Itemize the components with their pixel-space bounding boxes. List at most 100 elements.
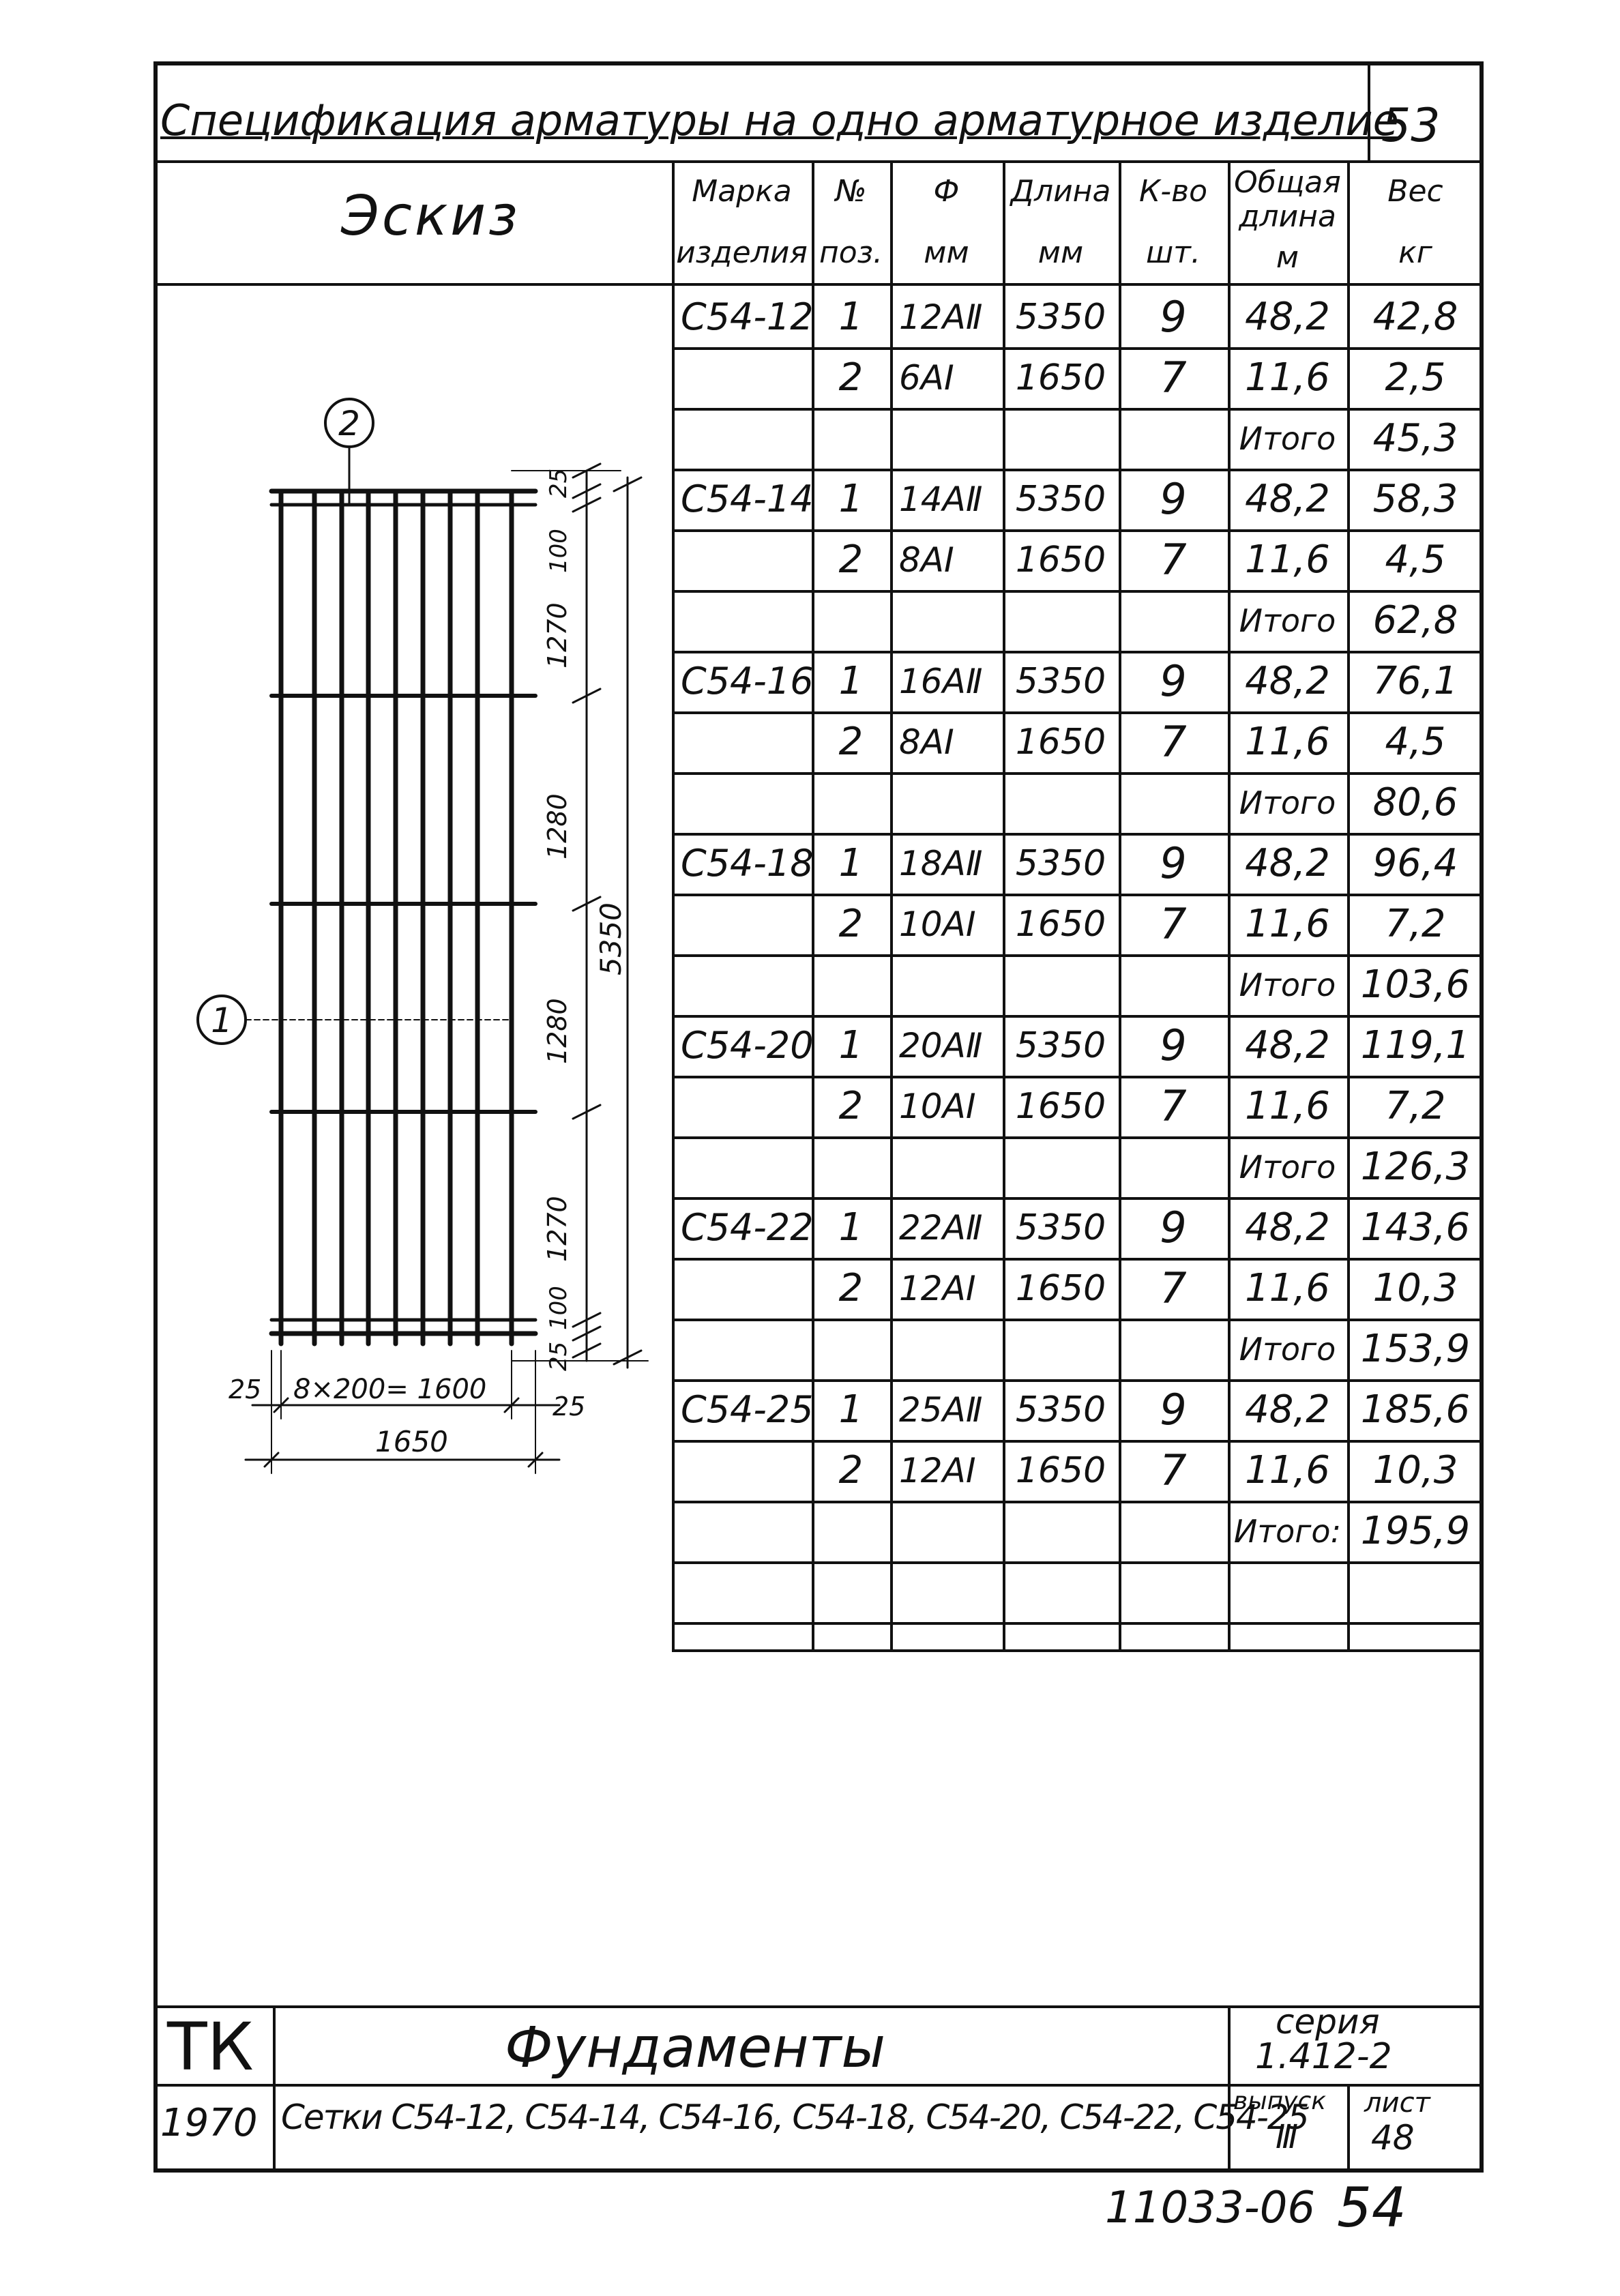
cell-pos: 2 — [838, 1266, 864, 1310]
cell-d: 20АⅡ — [899, 1025, 983, 1065]
cell-mark: С54-12 — [681, 295, 814, 338]
cell-len: 1650 — [1015, 903, 1106, 945]
dim-left-25: 25 — [229, 1374, 261, 1404]
pos2-callout: 2 — [338, 404, 360, 443]
footer-right-divider — [1228, 2005, 1231, 2173]
dim-bottom: 25 — [545, 1342, 572, 1371]
row-line — [672, 1501, 1484, 1503]
cell-qty: 7 — [1160, 353, 1187, 402]
cell-w: 4,5 — [1385, 538, 1446, 582]
cell-w: 10,3 — [1372, 1448, 1458, 1492]
cell-total: 48,2 — [1245, 295, 1330, 339]
tk-label: ТК — [167, 2009, 254, 2085]
cell-mark: С54-14 — [681, 477, 814, 520]
cell-total: 48,2 — [1245, 1387, 1330, 1432]
cell-len: 5350 — [1015, 660, 1106, 702]
cell-w: 58,3 — [1372, 477, 1458, 521]
cell-total: 11,6 — [1245, 720, 1330, 764]
cell-qty: 7 — [1160, 899, 1187, 949]
row-line — [672, 1136, 1484, 1139]
row-line — [672, 1319, 1484, 1321]
cell-d: 10АⅠ — [899, 1086, 976, 1126]
cell-qty: 9 — [1160, 838, 1187, 888]
header-bottom-line — [153, 283, 1484, 286]
sheet-number: 53 — [1381, 99, 1441, 153]
cell-pos: 2 — [838, 902, 864, 946]
cell-w: 42,8 — [1372, 295, 1458, 339]
cell-itogo: Итого — [1239, 1148, 1336, 1186]
cell-d: 22АⅡ — [899, 1207, 983, 1248]
row-line — [672, 590, 1484, 593]
cell-pos: 1 — [838, 841, 864, 885]
dim-right-25: 25 — [553, 1392, 585, 1422]
row-line — [672, 833, 1484, 836]
cell-d: 14АⅡ — [899, 479, 983, 519]
footer-left-divider — [273, 2005, 276, 2173]
sketch-header: Эскиз — [341, 184, 520, 248]
cell-itogo: Итого: — [1233, 1512, 1342, 1550]
col-line-pos — [812, 160, 814, 1651]
col-pos-title: № — [835, 173, 867, 209]
cell-total: 11,6 — [1245, 355, 1330, 400]
dim-1280-a: 1280 — [542, 793, 572, 859]
cell-pos: 1 — [838, 1205, 864, 1250]
cell-d: 8АⅠ — [899, 722, 954, 762]
cell-w: 4,5 — [1385, 720, 1446, 764]
row-line — [672, 711, 1484, 714]
cell-w: 10,3 — [1372, 1266, 1458, 1310]
dim-100-bottom: 100 — [545, 1286, 572, 1330]
cell-w: 7,2 — [1385, 902, 1446, 946]
cell-d: 12АⅠ — [899, 1450, 976, 1490]
cell-w: 2,5 — [1385, 355, 1446, 400]
cell-qty: 9 — [1160, 292, 1187, 342]
cell-qty: 7 — [1160, 1445, 1187, 1495]
cell-len: 1650 — [1015, 1267, 1106, 1309]
cell-qty: 7 — [1160, 1081, 1187, 1131]
cell-d: 12АⅠ — [899, 1268, 976, 1308]
footer-title: Фундаменты — [505, 2016, 886, 2080]
footer-subtitle: Сетки С54-12, С54-14, С54-16, С54-18, С5… — [281, 2098, 1310, 2137]
col-line-diam — [890, 160, 893, 1651]
cell-mark: С54-20 — [681, 1024, 814, 1067]
cell-pos: 2 — [838, 355, 864, 400]
dim-spacing: 8×200= 1600 — [293, 1374, 486, 1405]
cell-total: 11,6 — [1245, 1084, 1330, 1128]
cell-w: 76,1 — [1372, 659, 1458, 703]
row-line — [672, 1440, 1484, 1443]
row-line — [672, 1622, 1484, 1625]
dim-1270-bottom: 1270 — [542, 1196, 572, 1262]
cell-w: 119,1 — [1360, 1023, 1471, 1068]
cell-len: 1650 — [1015, 1085, 1106, 1127]
cell-total: 48,2 — [1245, 477, 1330, 521]
cell-itogo: Итого — [1239, 966, 1336, 1003]
issue-label: выпуск — [1233, 2087, 1327, 2115]
archive-stamp: 11033-06 — [1105, 2183, 1316, 2233]
footer-sheet-divider — [1347, 2084, 1350, 2173]
col-total-title: Общая — [1234, 165, 1341, 200]
cell-pos: 2 — [838, 1448, 864, 1492]
row-line — [672, 894, 1484, 896]
cell-d: 8АⅠ — [899, 540, 954, 580]
cell-pos: 2 — [838, 538, 864, 582]
cell-itogo: Итого — [1239, 1330, 1336, 1368]
page-number: 54 — [1337, 2176, 1407, 2239]
dim-width: 1650 — [375, 1425, 448, 1458]
cell-qty: 9 — [1160, 1203, 1187, 1252]
row-line — [672, 1258, 1484, 1261]
col-mark-title: Марка — [692, 173, 792, 209]
col-line-len — [1003, 160, 1005, 1651]
row-line — [672, 408, 1484, 411]
cell-w: 96,4 — [1372, 841, 1458, 885]
row-line — [672, 1197, 1484, 1200]
cell-w: 185,6 — [1360, 1387, 1471, 1432]
cell-sum: 153,9 — [1360, 1327, 1471, 1371]
col-diam-title: Ф — [933, 173, 960, 209]
cell-pos: 2 — [838, 720, 864, 764]
row-line — [672, 772, 1484, 775]
row-line — [672, 651, 1484, 653]
col-line-total — [1228, 160, 1231, 1651]
col-mark-subtitle: изделия — [676, 235, 808, 270]
cell-mark: С54-25 — [681, 1388, 814, 1431]
cell-total: 48,2 — [1245, 659, 1330, 703]
cell-len: 1650 — [1015, 357, 1106, 398]
